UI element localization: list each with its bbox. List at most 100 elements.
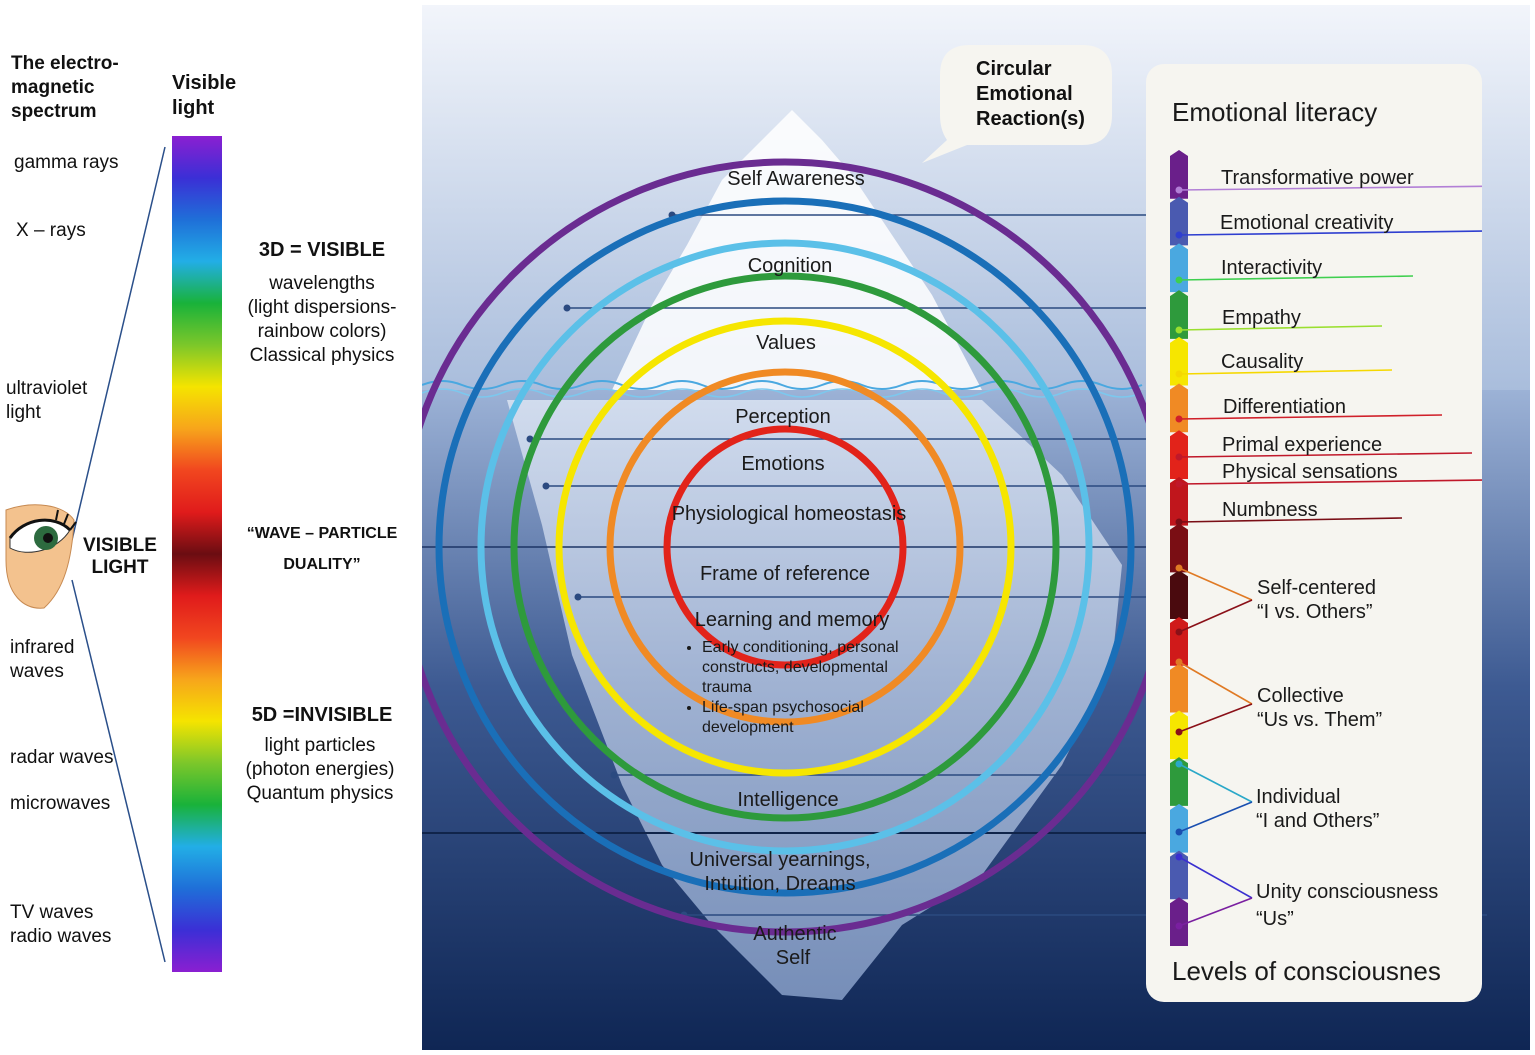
ring-label-frame-of-reference: Frame of reference <box>699 563 871 585</box>
iceberg-tip <box>612 110 982 390</box>
band-xray: X – rays <box>16 220 86 241</box>
eye-icon <box>5 504 77 609</box>
ring-label-universal-line-2: Intuition, Dreams <box>704 873 856 895</box>
literacy-column-segment <box>1170 290 1188 339</box>
visible-light-title-line-2: light <box>172 97 215 119</box>
literacy-title: Emotional literacy <box>1172 97 1378 127</box>
duality-line-2: DUALITY” <box>283 556 361 573</box>
ring-label-authentic-line-1: Authentic <box>753 923 837 945</box>
spectrum-title-line-1: The electro- <box>11 53 119 74</box>
level-connector <box>1178 661 1253 705</box>
level-dot <box>1175 564 1183 572</box>
level-2-line-1: Individual <box>1256 786 1341 808</box>
level-dot <box>1175 828 1183 836</box>
literacy-item-connector <box>1178 325 1383 331</box>
spectrum-title-line-2: magnetic <box>11 77 95 98</box>
literacy-column-segment <box>1170 383 1188 433</box>
literacy-item-connector <box>1178 185 1482 191</box>
literacy-column-segment <box>1170 336 1188 386</box>
literacy-item-8: Numbness <box>1222 499 1318 521</box>
literacy-item-3: Empathy <box>1222 307 1301 329</box>
ring-label-emotions: Emotions <box>741 453 825 475</box>
literacy-item-5: Differentiation <box>1223 396 1347 418</box>
band-radar: radar waves <box>10 747 114 768</box>
ring-label-learning-memory: Learning and memory <box>694 609 890 631</box>
level-connector <box>1178 703 1253 733</box>
iceberg-underwater <box>507 400 1122 1000</box>
level-dot <box>1175 760 1183 768</box>
literacy-column-segment <box>1170 243 1188 293</box>
ring-blue <box>435 197 1135 897</box>
literacy-item-1: Emotional creativity <box>1220 212 1394 234</box>
literacy-item-dot <box>1175 480 1183 488</box>
literacy-item-dot <box>1175 518 1183 526</box>
eye-label-line-1: VISIBLE <box>83 535 157 556</box>
ring-label-authentic-line-2: Self <box>775 947 811 969</box>
bubble-line-1: Circular <box>976 58 1052 80</box>
band-tv: TV waves <box>10 902 94 923</box>
literacy-column-segment <box>1170 617 1188 666</box>
literacy-item-4: Causality <box>1221 351 1304 373</box>
spectrum-title-line-3: spectrum <box>11 101 97 122</box>
literacy-item-dot <box>1175 231 1183 239</box>
literacy-column-segment <box>1170 476 1188 526</box>
level-connector <box>1178 599 1253 633</box>
level-dot <box>1175 853 1183 861</box>
literacy-column-segment <box>1170 850 1188 900</box>
bubble-line-3: Reaction(s) <box>976 108 1085 130</box>
level-2-line-2: “I and Others” <box>1256 810 1380 832</box>
literacy-item-dot <box>1175 326 1183 334</box>
literacy-item-dot <box>1175 370 1183 378</box>
ring-label-universal-line-1: Universal yearnings, <box>689 849 871 871</box>
visible-line-1: wavelengths <box>269 273 375 294</box>
emotional-literacy-panel <box>1146 64 1482 1002</box>
bullet-early-conditioning: Early conditioning, personal constructs,… <box>702 638 902 698</box>
duality-line-1: “WAVE – PARTICLE <box>246 525 398 542</box>
level-connector <box>1178 897 1253 927</box>
level-dot <box>1175 728 1183 736</box>
invisible-line-1: light particles <box>264 735 376 756</box>
band-ir-line-1: infrared <box>10 637 75 658</box>
waterline <box>422 380 1143 390</box>
level-connector <box>1178 856 1253 899</box>
level-connector <box>1178 567 1253 601</box>
band-ir-line-2: waves <box>10 661 64 682</box>
ring-red <box>663 425 907 669</box>
level-dot <box>1175 628 1183 636</box>
literacy-item-2: Interactivity <box>1221 257 1323 279</box>
literacy-column-segment <box>1170 803 1188 853</box>
invisible-title: 5D =INVISIBLE <box>251 704 393 726</box>
level-0-line-1: Self-centered <box>1257 577 1376 599</box>
literacy-footer: Levels of consciousnes <box>1172 956 1441 986</box>
literacy-item-connector <box>1178 414 1443 420</box>
ring-label-homeostasis: Physiological homeostasis <box>671 503 907 525</box>
literacy-column-segment <box>1170 196 1188 246</box>
band-radio: radio waves <box>10 926 112 947</box>
level-1-line-1: Collective <box>1257 685 1344 707</box>
visible-light-title-line-1: Visible <box>172 72 237 94</box>
level-connector <box>1178 763 1253 803</box>
speech-bubble <box>922 45 1112 163</box>
eye-label-line-2: LIGHT <box>91 557 149 578</box>
literacy-item-dot <box>1175 453 1183 461</box>
literacy-column-segment <box>1170 150 1188 199</box>
literacy-item-connector <box>1178 230 1482 236</box>
invisible-line-3: Quantum physics <box>246 783 394 804</box>
visible-spectrum-bar <box>172 136 222 972</box>
visible-line-2: (light dispersions- <box>247 297 397 318</box>
level-1-line-2: “Us vs. Them” <box>1257 709 1383 731</box>
level-connector <box>1178 801 1253 833</box>
visible-line-3: rainbow colors) <box>257 321 387 342</box>
literacy-item-dot <box>1175 415 1183 423</box>
level-dot <box>1175 658 1183 666</box>
ring-label-values: Values <box>756 332 816 354</box>
literacy-item-connector <box>1178 369 1393 375</box>
literacy-column-segment <box>1170 570 1188 620</box>
literacy-item-connector <box>1178 275 1414 281</box>
literacy-column-segment <box>1170 757 1188 806</box>
literacy-item-connector <box>1178 479 1482 485</box>
ring-orange <box>606 368 964 726</box>
literacy-item-connector <box>1178 517 1403 523</box>
level-3-line-2: “Us” <box>1256 908 1294 930</box>
literacy-item-0: Transformative power <box>1221 167 1414 189</box>
